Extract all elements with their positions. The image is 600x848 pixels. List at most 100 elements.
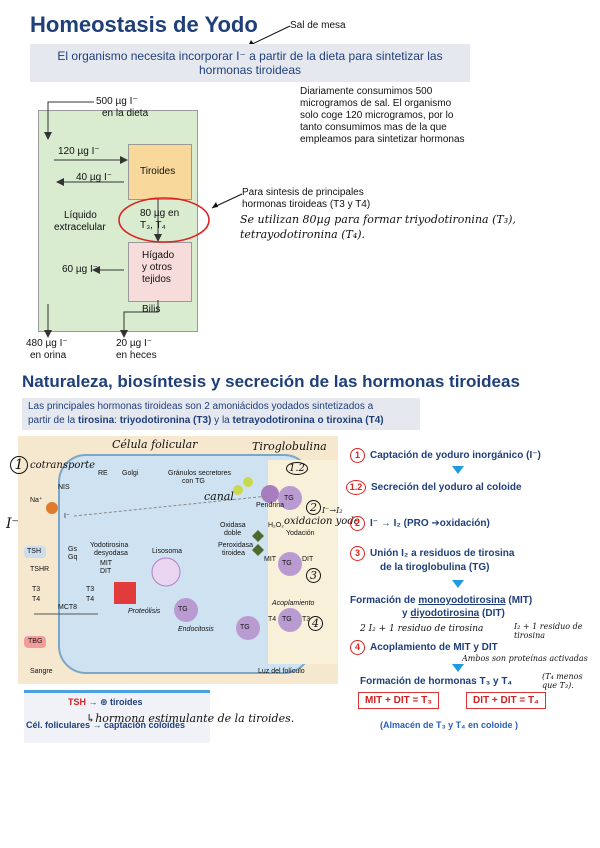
note-daily-line: Diariamente consumimos 500 [300,86,433,97]
note-synth-line: Para sintesis de principales [242,187,364,198]
lbl-nis: NIS [58,484,70,491]
step-formation-mit-dit: Formación de monoyodotirosina (MIT) y di… [350,594,532,620]
lbl-t3b: T3 [302,616,311,623]
lbl-luz: Luz del folículo [258,668,305,675]
lbl-gq: Gq [68,554,78,561]
lbl-proteolisis: Proteólisis [128,608,161,615]
lbl-yodacion: Yodación [286,530,315,537]
lbl-deiodinase2: desyodasa [94,550,128,557]
section1-title: Homeostasis de Yodo [30,12,258,37]
bile-label: Bilis [142,304,161,315]
hand-n3: 3 [306,568,321,583]
banner-iodine: El organismo necesita incorporar I⁻ a pa… [30,44,470,82]
note-daily-line: empleamos para sintetizar hormonas [300,134,465,145]
lbl-na: Na⁺ [30,497,43,504]
hand-both: Ambos son proteínas activadas [462,654,588,663]
hand-n4: 4 [308,616,323,631]
hand-dit-note: I₂ + 1 residuo de tirosina [514,622,583,640]
step-4-text: Acoplamiento de MIT y DIT [370,642,498,653]
banner2-line1: Las principales hormonas tiroideas son 2… [28,401,374,412]
note-salt: Sal de mesa [290,20,346,31]
note-daily: Diariamente consumimos 500 microgramos d… [300,86,465,146]
step-2-text: I⁻ → I₂ (PRO ➔oxidación) [370,518,490,529]
form-y: y [402,608,411,619]
lbl-mit2: MIT [264,556,277,563]
step-3-line1: Unión I₂ a residuos de tirosina [370,548,515,559]
cel-line: Cél. foliculares → captación coloides [26,720,186,730]
banner2-tirosina: tirosina [78,415,115,426]
hand-n12: 1.2 [286,462,308,475]
lbl-granules2: con TG [182,478,205,485]
step-4-num: 4 [350,640,365,655]
storage-note: (Almacén de T₃ y T₄ en coloide ) [380,720,518,730]
hand-note-line: Se utilizan 80µg para formar triyodotiro… [240,213,516,226]
thyroid-box [128,144,192,200]
liver-line3: tejidos [142,274,171,285]
hand-tiroglobulina: Tiroglobulina [252,440,327,453]
lbl-tshr: TSHR [30,566,50,573]
note-daily-line: solo coge 120 microgramos, por lo [300,110,454,121]
lbl-tsh: TSH [27,548,41,555]
form-dit: diyodotirosina [410,608,480,619]
hormone-line1: 80 µg en [140,208,180,219]
lbl-lisosoma: Lisosoma [152,548,182,555]
from-thyroid: 40 µg I⁻ [76,172,113,183]
banner2-line2: partir de la tirosina: triyodotironina (… [28,414,414,428]
hand-i-to-i2: I⁻→I₂ [322,506,343,515]
section2-title: Naturaleza, biosíntesis y secreción de l… [22,372,520,391]
hand-cotransporte: cotransporte [30,460,96,471]
lbl-endocitosis: Endocitosis [178,626,214,633]
lbl-oxidase1: Oxidasa [220,522,246,529]
step-12-text: Secreción del yoduro al coloide [371,482,522,493]
lbl-peroxidase1: Peroxidasa [218,542,254,549]
step-3: 3 Unión I₂ a residuos de tirosina de la t… [350,546,514,575]
lbl-h2o2: H₂O₂ [268,522,284,529]
form-mit-abbr: (MIT) [505,595,533,606]
lbl-tg2: TG [282,560,292,567]
lbl-tg: TG [284,495,294,502]
diet-label: en la dieta [102,108,149,119]
note-synth-line: hormonas tiroideas (T3 y T4) [242,199,371,210]
step-3-line2: de la tiroglobulina (TG) [380,562,490,573]
lbl-tg5: TG [178,606,188,613]
arrow-down-icon [452,580,464,588]
lbl-gs: Gs [68,546,77,553]
hand-note: Se utilizan 80µg para formar triyodotiro… [240,212,516,242]
urine-label: en orina [30,350,67,361]
lbl-re: RE [98,470,108,477]
liver-line2: y otros [142,262,173,273]
equation-t4: DIT + DIT = T₄ [466,692,546,709]
arrow-down-icon [452,466,464,474]
lbl-peroxidase2: tiroidea [222,550,245,557]
banner-line1: El organismo necesita incorporar I⁻ a pa… [57,49,443,63]
form-pre: Formación de [350,595,419,606]
banner-hormones: Las principales hormonas tiroideas son 2… [22,398,420,430]
lbl-golgi: Golgi [122,470,139,477]
banner2-t4: tetrayodotironina o tiroxina (T4) [232,415,384,426]
feces-value: 20 µg I⁻ [116,338,153,349]
note-synth: Para sintesis de principales hormonas ti… [242,187,370,211]
lbl-dit2: DIT [302,556,314,563]
step-1-num: 1 [350,448,365,463]
lbl-tg3: TG [282,616,292,623]
lbl-oxidase2: doble [224,530,242,537]
tsh-arrow: → ⊕ tiroides [86,697,143,707]
lbl-tbg: TBG [28,638,43,645]
diet-value: 500 µg I⁻ [96,96,138,107]
liver-line1: Hígado [142,250,175,261]
hand-bottom: ↳hormona estimulante de la tiroides. [86,712,295,725]
hand-note-line: tetrayodotironina (T₄). [240,228,366,241]
banner2-y: y la [211,415,233,426]
step-3-num: 3 [350,546,365,561]
banner2-text: partir de la [28,415,79,426]
lbl-granules1: Gránulos secretores [168,470,232,477]
hormone-line2: T₃, T₄ [140,220,166,231]
lbl-t3: T3 [32,586,41,593]
hand-mit-note: 2 I₂ + 1 residuo de tirosina [360,624,484,634]
lbl-t4b: T4 [268,616,277,623]
note-daily-line: microgramos de sal. El organismo [300,98,452,109]
hand-n1: 1 [10,456,28,474]
diagram-arrows [44,101,210,338]
